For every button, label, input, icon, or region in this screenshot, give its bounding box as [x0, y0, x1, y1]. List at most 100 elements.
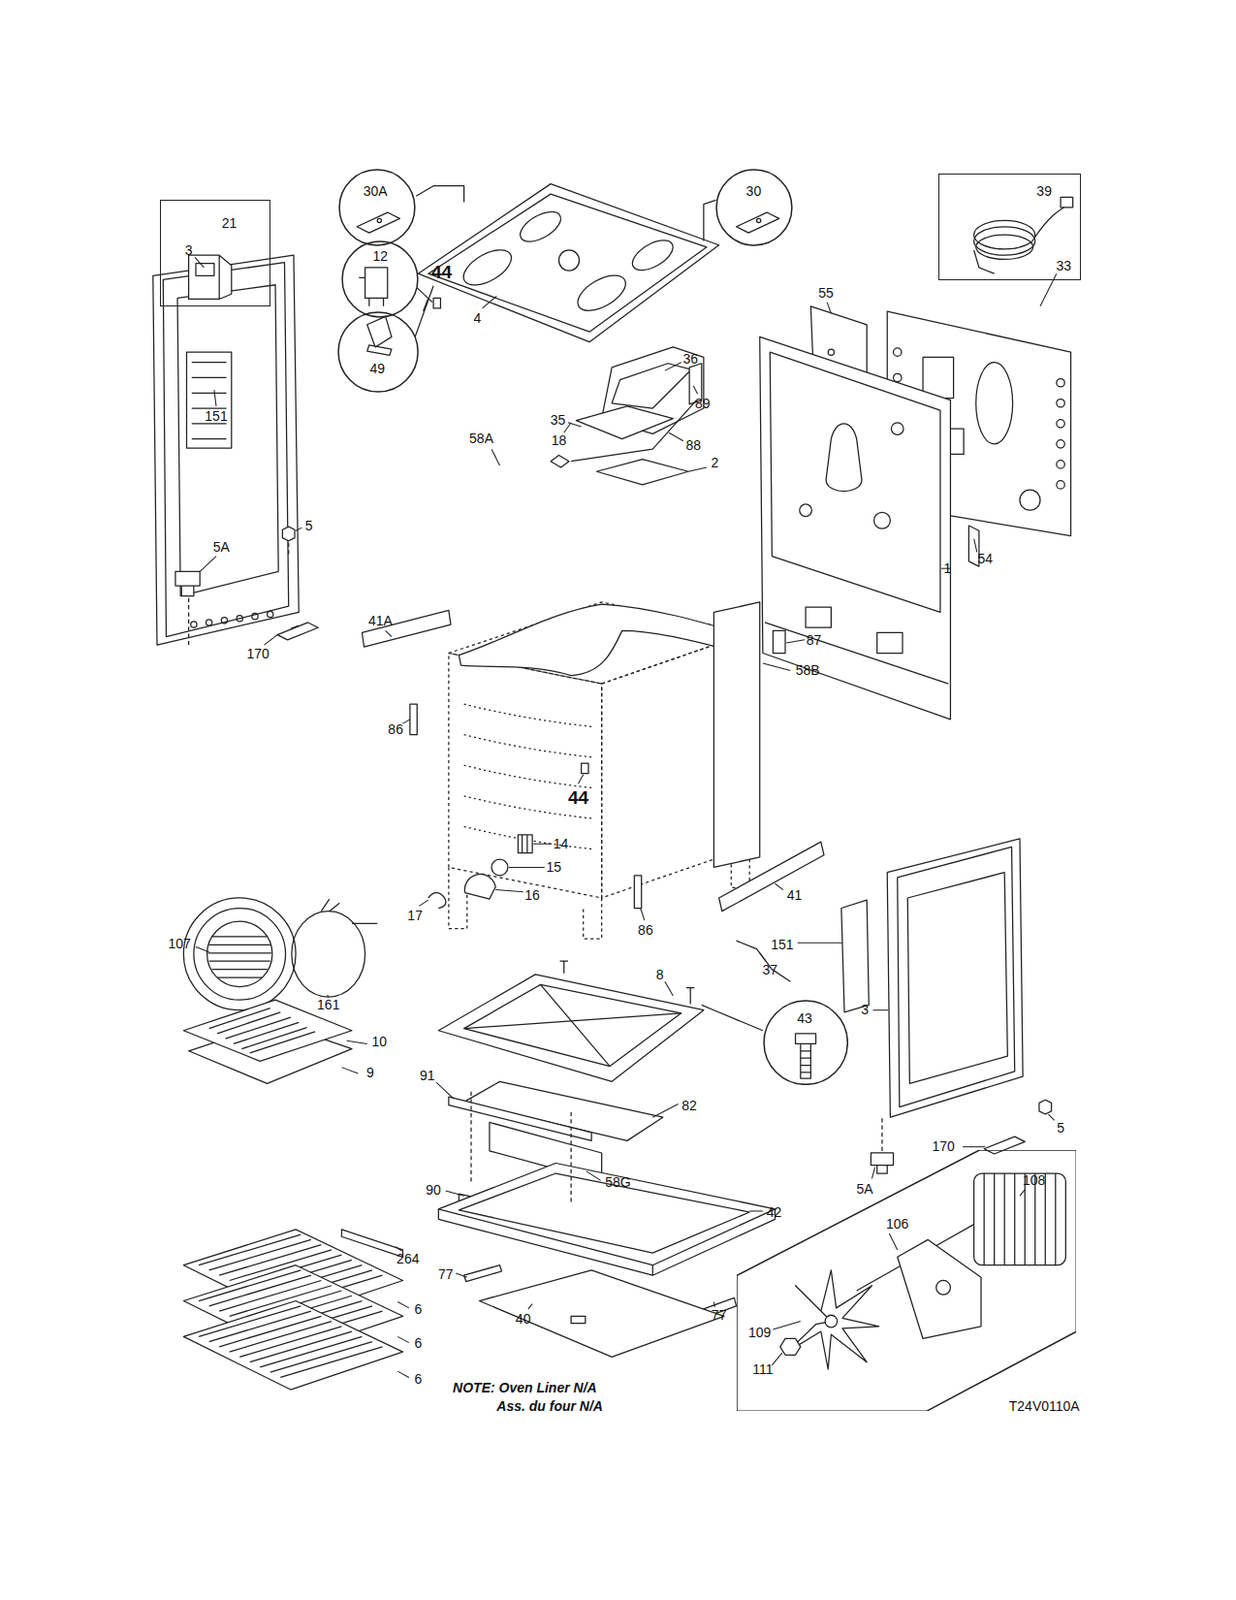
callout-number: 55	[818, 285, 834, 300]
inset-pictures	[757, 218, 761, 222]
leader-lines	[872, 1009, 888, 1011]
cavity	[596, 459, 689, 485]
leader-lines	[195, 946, 210, 951]
callout-number: 40	[515, 1311, 532, 1326]
left-door	[236, 615, 243, 622]
callout-number: 88	[686, 438, 702, 452]
callout-number: 15	[545, 859, 562, 874]
callout-number: 6	[413, 1301, 422, 1316]
callout-number: 109	[748, 1325, 771, 1339]
callout-number: 58G	[604, 1174, 631, 1189]
callout-number: 17	[407, 908, 423, 922]
cavity	[458, 603, 745, 676]
callout-number: 12	[373, 249, 389, 263]
rear-panels	[1019, 489, 1041, 510]
callout-number: 21	[221, 216, 238, 230]
rear-panels	[760, 306, 1072, 720]
rear-panels	[1056, 460, 1065, 469]
leader-lines	[962, 1145, 985, 1147]
cavity	[448, 846, 750, 939]
leader-lines	[826, 302, 831, 315]
callout-number: 14	[553, 836, 570, 851]
drawer-parts	[341, 1229, 403, 1257]
callout-number: 106	[886, 1216, 909, 1231]
right-door	[907, 872, 1008, 1084]
rear-panels	[877, 632, 903, 653]
left-door	[177, 285, 279, 597]
inset-pictures	[356, 212, 400, 233]
leader-lines	[194, 256, 204, 268]
leader-lines	[577, 774, 583, 784]
callout-number: 42	[766, 1204, 783, 1219]
drawer-parts	[341, 960, 775, 1357]
callout-number: 151	[204, 409, 227, 423]
callout-number: 5A	[213, 539, 230, 554]
left-door	[187, 351, 232, 448]
leader-lines	[194, 256, 1057, 1377]
leader-lines	[347, 1040, 368, 1044]
cavity	[713, 602, 760, 868]
cavity	[464, 703, 592, 849]
callout-number: 111	[752, 1362, 773, 1376]
cooktop-frame	[414, 285, 434, 338]
oven-light	[428, 892, 446, 909]
left-door	[191, 392, 227, 394]
leader-lines	[199, 556, 217, 572]
leader-lines	[775, 883, 784, 889]
inset-pictures	[974, 204, 1070, 275]
cavity	[448, 653, 603, 898]
convection-fan	[787, 1269, 880, 1369]
drawer-parts	[540, 983, 611, 1066]
callout-number: 30A	[363, 184, 388, 198]
oven-racks	[198, 1305, 382, 1378]
cavity	[410, 703, 417, 735]
rear-panels	[874, 511, 891, 529]
callout-number: 4	[473, 311, 481, 325]
callout-number: 54	[977, 551, 993, 566]
convection-fan	[974, 1172, 1067, 1266]
left-door	[162, 262, 288, 637]
convection-fan	[780, 1337, 801, 1355]
outline	[736, 1149, 1077, 1411]
fan-cover	[320, 898, 378, 923]
callout-number: 9	[366, 1065, 375, 1079]
leader-lines	[668, 432, 684, 441]
left-door	[277, 622, 318, 640]
inset-pictures	[736, 212, 780, 233]
leader-lines	[1040, 273, 1057, 307]
leader-lines	[397, 1335, 410, 1342]
leader-lines	[665, 362, 682, 371]
cooktop-frame	[558, 250, 579, 271]
cavity	[633, 875, 641, 909]
right-door	[983, 1136, 1025, 1154]
drawer-parts	[438, 1208, 775, 1275]
callout-number: 37	[761, 962, 778, 977]
rear-panels	[1056, 419, 1065, 428]
leader-lines	[786, 639, 805, 643]
left-door	[191, 422, 227, 424]
rear-panels	[1056, 379, 1065, 387]
callout-number: 264	[396, 1251, 419, 1266]
drawer-parts	[701, 1004, 763, 1030]
callout-number: 41A	[368, 613, 393, 628]
left-door	[191, 377, 227, 379]
left-door	[153, 254, 318, 645]
inset-outline	[736, 1149, 1077, 1411]
inset-pictures	[976, 234, 1034, 259]
cavity	[575, 406, 673, 440]
callout-number: 30	[746, 184, 762, 198]
cavity	[433, 297, 441, 309]
callout-number: 86	[387, 722, 404, 736]
drawer-parts	[470, 1091, 472, 1184]
callout-number: 108	[1022, 1172, 1046, 1187]
drawer-parts	[464, 1265, 503, 1282]
left-door	[282, 526, 295, 541]
detail-circle: 12	[341, 240, 419, 318]
leader-lines	[482, 295, 498, 309]
callout-number: 170	[931, 1139, 954, 1153]
leader-lines	[749, 1209, 763, 1211]
callout-number: 91	[419, 1068, 436, 1082]
left-door	[206, 619, 213, 626]
